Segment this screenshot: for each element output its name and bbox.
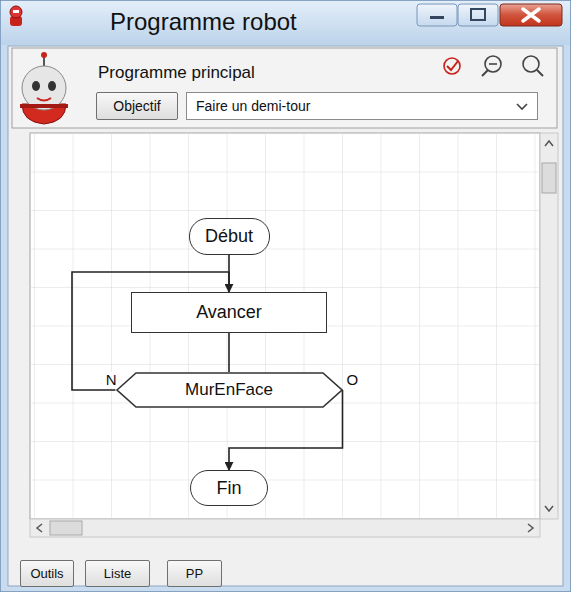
node-text: Faire un demi-tour bbox=[196, 98, 310, 114]
maximize-button bbox=[458, 4, 498, 26]
node-text: Outils bbox=[30, 566, 63, 581]
dropdown-chevron bbox=[515, 102, 529, 112]
zoom-out-icon bbox=[482, 56, 501, 76]
zoom-icon bbox=[523, 56, 543, 76]
tool-button: Outils bbox=[20, 560, 74, 587]
app-icon bbox=[10, 6, 22, 26]
decision-hexagon: MurEnFace bbox=[116, 372, 343, 408]
minimize-button bbox=[417, 4, 457, 26]
check-icon bbox=[444, 58, 460, 74]
tool-button: PP bbox=[167, 560, 222, 587]
tool-button: Liste bbox=[85, 560, 150, 587]
panel-label: Programme principal bbox=[98, 63, 255, 83]
close-button bbox=[500, 4, 562, 26]
objective-dropdown: Faire un demi-tour bbox=[186, 92, 538, 120]
objective-button: Objectif bbox=[96, 92, 178, 120]
node-text: Avancer bbox=[196, 302, 262, 323]
robot-illustration bbox=[20, 52, 68, 124]
vertical-scrollbar bbox=[540, 133, 558, 519]
process-box: Avancer bbox=[131, 292, 327, 333]
branch-label: O bbox=[346, 372, 360, 388]
node-text: Fin bbox=[216, 478, 241, 499]
node-text: Liste bbox=[104, 566, 131, 581]
node-text: Objectif bbox=[113, 98, 160, 114]
node-text: PP bbox=[186, 566, 203, 581]
branch-label: N bbox=[105, 372, 118, 388]
node-text: Début bbox=[205, 226, 253, 247]
node-text: MurEnFace bbox=[185, 380, 273, 400]
window-title: Programme robot bbox=[110, 8, 297, 36]
flow-connector bbox=[228, 333, 230, 372]
start-terminal: Début bbox=[189, 218, 270, 255]
end-terminal: Fin bbox=[190, 470, 268, 506]
horizontal-scrollbar bbox=[30, 519, 540, 537]
